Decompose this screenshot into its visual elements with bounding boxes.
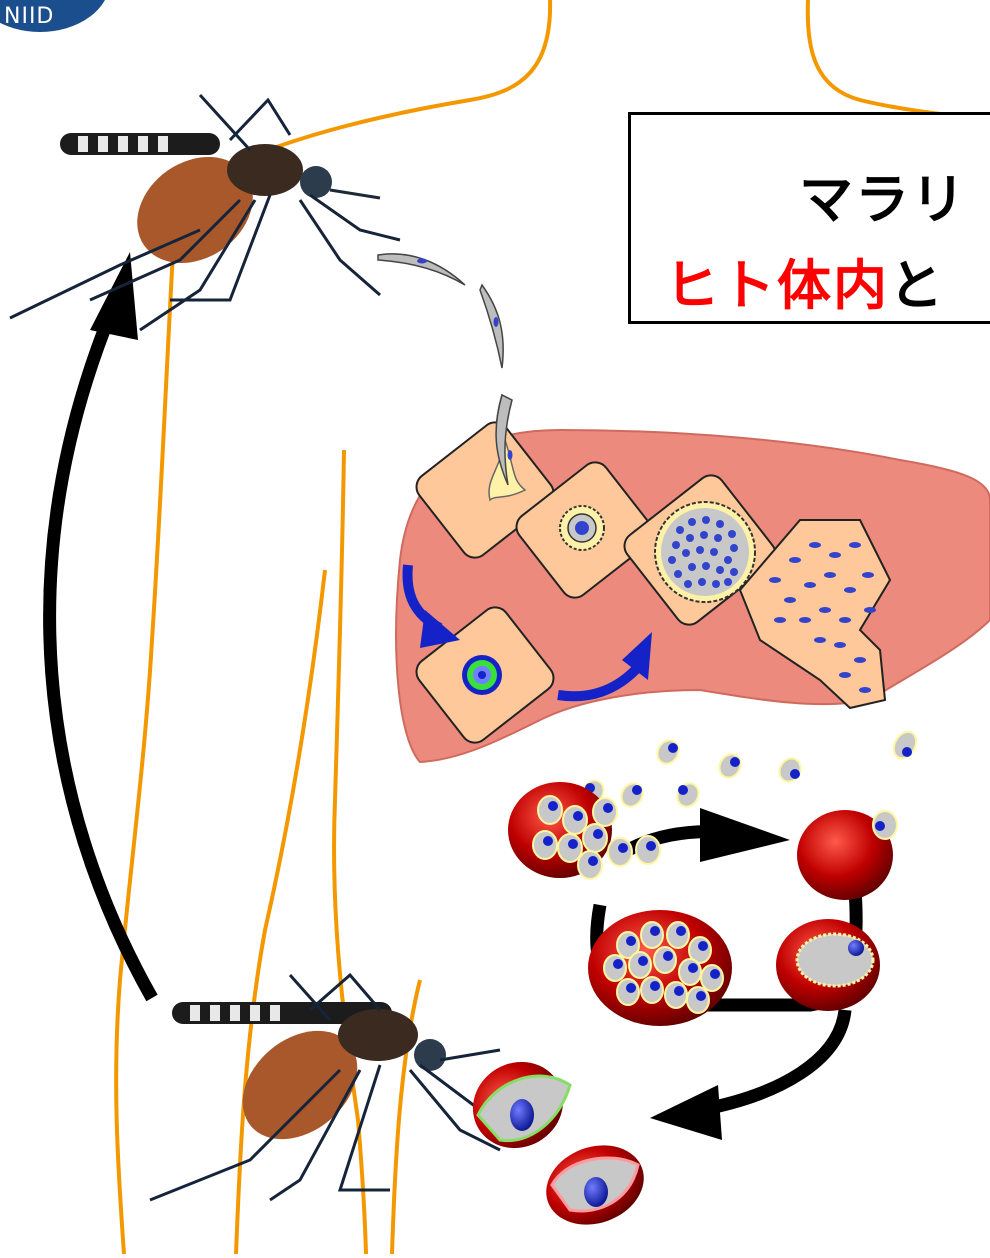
gametocyte-icon xyxy=(457,1046,579,1165)
title-box: マラリ ヒト体内と xyxy=(628,112,990,324)
red-blood-cell-icon xyxy=(588,910,732,1026)
blood-cycle-arrowhead xyxy=(700,808,790,862)
transmission-arrow xyxy=(50,310,152,998)
title-line-1: マラリ xyxy=(799,155,967,234)
mosquito-icon xyxy=(150,975,510,1200)
mosquito-icon xyxy=(10,95,400,330)
title-line-2: ヒト体内と xyxy=(665,241,945,320)
red-blood-cell-icon xyxy=(797,810,897,900)
gametocyte-arrowhead xyxy=(650,1085,722,1140)
red-blood-cell-icon xyxy=(776,919,880,1011)
title-rest: と xyxy=(889,254,945,317)
merozoite-icon xyxy=(578,728,920,811)
title-highlight: ヒト体内 xyxy=(665,254,889,317)
gametocyte-arrow xyxy=(700,1010,845,1110)
logo-text: NIID xyxy=(4,4,54,29)
gametocyte-icon xyxy=(535,1132,655,1238)
